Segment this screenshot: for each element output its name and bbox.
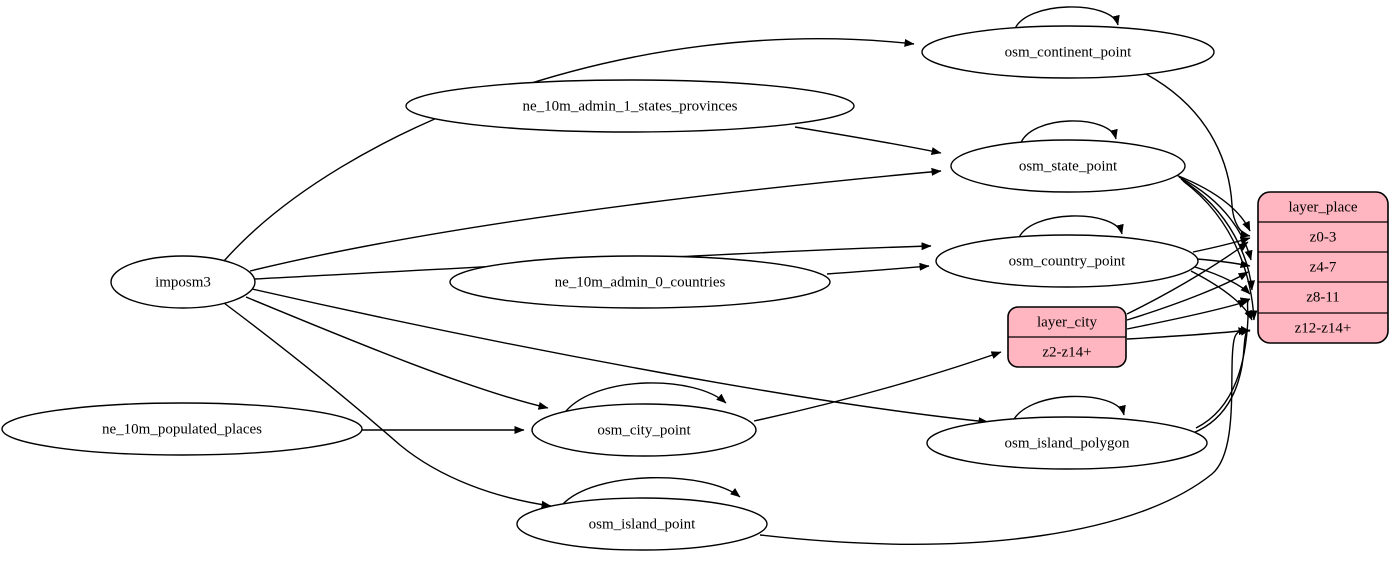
record-layer-city: layer_city z2-z14+ (1007, 306, 1127, 368)
edge-osm_state_point-layer_place-z12-z14 (1182, 180, 1258, 321)
osm-continent-ellipse (921, 25, 1215, 79)
edge-imposm3-osm_continent_point (223, 38, 915, 262)
ne-countries-ellipse (449, 255, 831, 309)
selfloop-osm_island_point (561, 476, 741, 506)
node-ne-10m-populated-places: ne_10m_populated_places (1, 402, 363, 456)
edge-osm_state_point-layer_place-z8-11 (1180, 178, 1256, 291)
osm-country-label: osm_country_point (1009, 253, 1126, 269)
node-osm-island-polygon: osm_island_polygon (926, 416, 1208, 470)
edge-imposm3-osm_city_point (245, 296, 549, 410)
edge-group (223, 6, 1258, 545)
edge-layer_city-layer_place-z0-3 (1126, 241, 1249, 315)
ne-populated-ellipse (1, 402, 363, 456)
edge-osm_country_point-layer_place-z4-7 (1196, 258, 1251, 269)
edge-osm_island_polygon-layer_place-z12-z14 (1192, 327, 1251, 434)
record-layer-place: layer_place z0-3 z4-7 z8-11 z12-z14+ (1257, 191, 1389, 344)
selfloop-osm_city_point (565, 382, 727, 412)
selfloop-osm_island_polygon (1011, 395, 1126, 424)
layer-city-title: layer_city (1037, 314, 1097, 330)
edge-osm_island_point-layer_place-z12-z14 (759, 325, 1251, 545)
ne-populated-label: ne_10m_populated_places (102, 421, 262, 437)
node-ne-10m-admin-0-countries: ne_10m_admin_0_countries (449, 255, 831, 309)
node-osm-island-point: osm_island_point (516, 497, 768, 551)
edge-osm_city_point-layer_city-z2-z14 (753, 351, 1002, 422)
osm-island-polygon-ellipse (926, 416, 1208, 470)
imposm3-label: imposm3 (155, 274, 211, 290)
selfloop-osm_continent_point (1013, 6, 1120, 32)
node-imposm3: imposm3 (110, 255, 256, 309)
node-osm-continent-point: osm_continent_point (921, 25, 1215, 79)
edge-osm_country_point-layer_place-z12-z14 (1190, 270, 1253, 321)
edge-layer_city-layer_place-z12-z14 (1126, 327, 1249, 340)
osm-city-ellipse (531, 403, 757, 457)
edge-osm_state_point-layer_place-z4-7 (1178, 176, 1253, 261)
osm-country-ellipse (935, 234, 1199, 288)
layer-place-row-z4-7: z4-7 (1310, 259, 1337, 275)
node-osm-state-point: osm_state_point (950, 139, 1186, 193)
edge-layer_city-layer_place-z8-11 (1126, 300, 1249, 330)
selfloop-osm_state_point (1019, 120, 1118, 146)
layer-place-row-z12-z14: z12-z14+ (1295, 320, 1352, 336)
node-ne-10m-admin-1-states-provinces: ne_10m_admin_1_states_provinces (405, 79, 855, 133)
osm-island-polygon-label: osm_island_polygon (1004, 435, 1130, 451)
imposm3-ellipse (110, 255, 256, 309)
ne-states-ellipse (405, 79, 855, 133)
edge-ne_10m_admin_0_countries-osm_country_point (826, 262, 930, 275)
osm-continent-label: osm_continent_point (1005, 44, 1132, 60)
edge-osm_country_point-layer_place-z0-3 (1192, 236, 1251, 253)
osm-island-point-ellipse (516, 497, 768, 551)
edge-ne_10m_admin_1_states_provinces-osm_state_point (794, 126, 942, 155)
osm-island-point-label: osm_island_point (589, 516, 697, 532)
layer-place-row-z8-11: z8-11 (1306, 289, 1340, 305)
layer-place-row-z0-3: z0-3 (1310, 229, 1337, 245)
layer-place-box (1257, 191, 1389, 344)
layer-city-row-z2-z14: z2-z14+ (1042, 344, 1091, 360)
edge-osm_state_point-layer_place-z0-3 (1175, 174, 1251, 232)
node-osm-city-point: osm_city_point (531, 403, 757, 457)
edge-layer_city-layer_place-z4-7 (1126, 271, 1249, 321)
ne-states-label: ne_10m_admin_1_states_provinces (523, 98, 738, 114)
osm-state-ellipse (950, 139, 1186, 193)
selfloop-osm_country_point (1017, 215, 1124, 241)
layer-place-title: layer_place (1288, 199, 1357, 215)
node-osm-country-point: osm_country_point (935, 234, 1199, 288)
edge-imposm3-osm_island_polygon (251, 288, 989, 426)
osm-state-label: osm_state_point (1019, 158, 1118, 174)
edge-imposm3-osm_state_point (249, 167, 942, 272)
ne-countries-label: ne_10m_admin_0_countries (555, 274, 726, 290)
osm-city-label: osm_city_point (597, 422, 691, 438)
edge-imposm3-osm_island_point (223, 302, 552, 509)
edge-osm_continent_point-layer_place-z0-3 (1145, 73, 1251, 239)
